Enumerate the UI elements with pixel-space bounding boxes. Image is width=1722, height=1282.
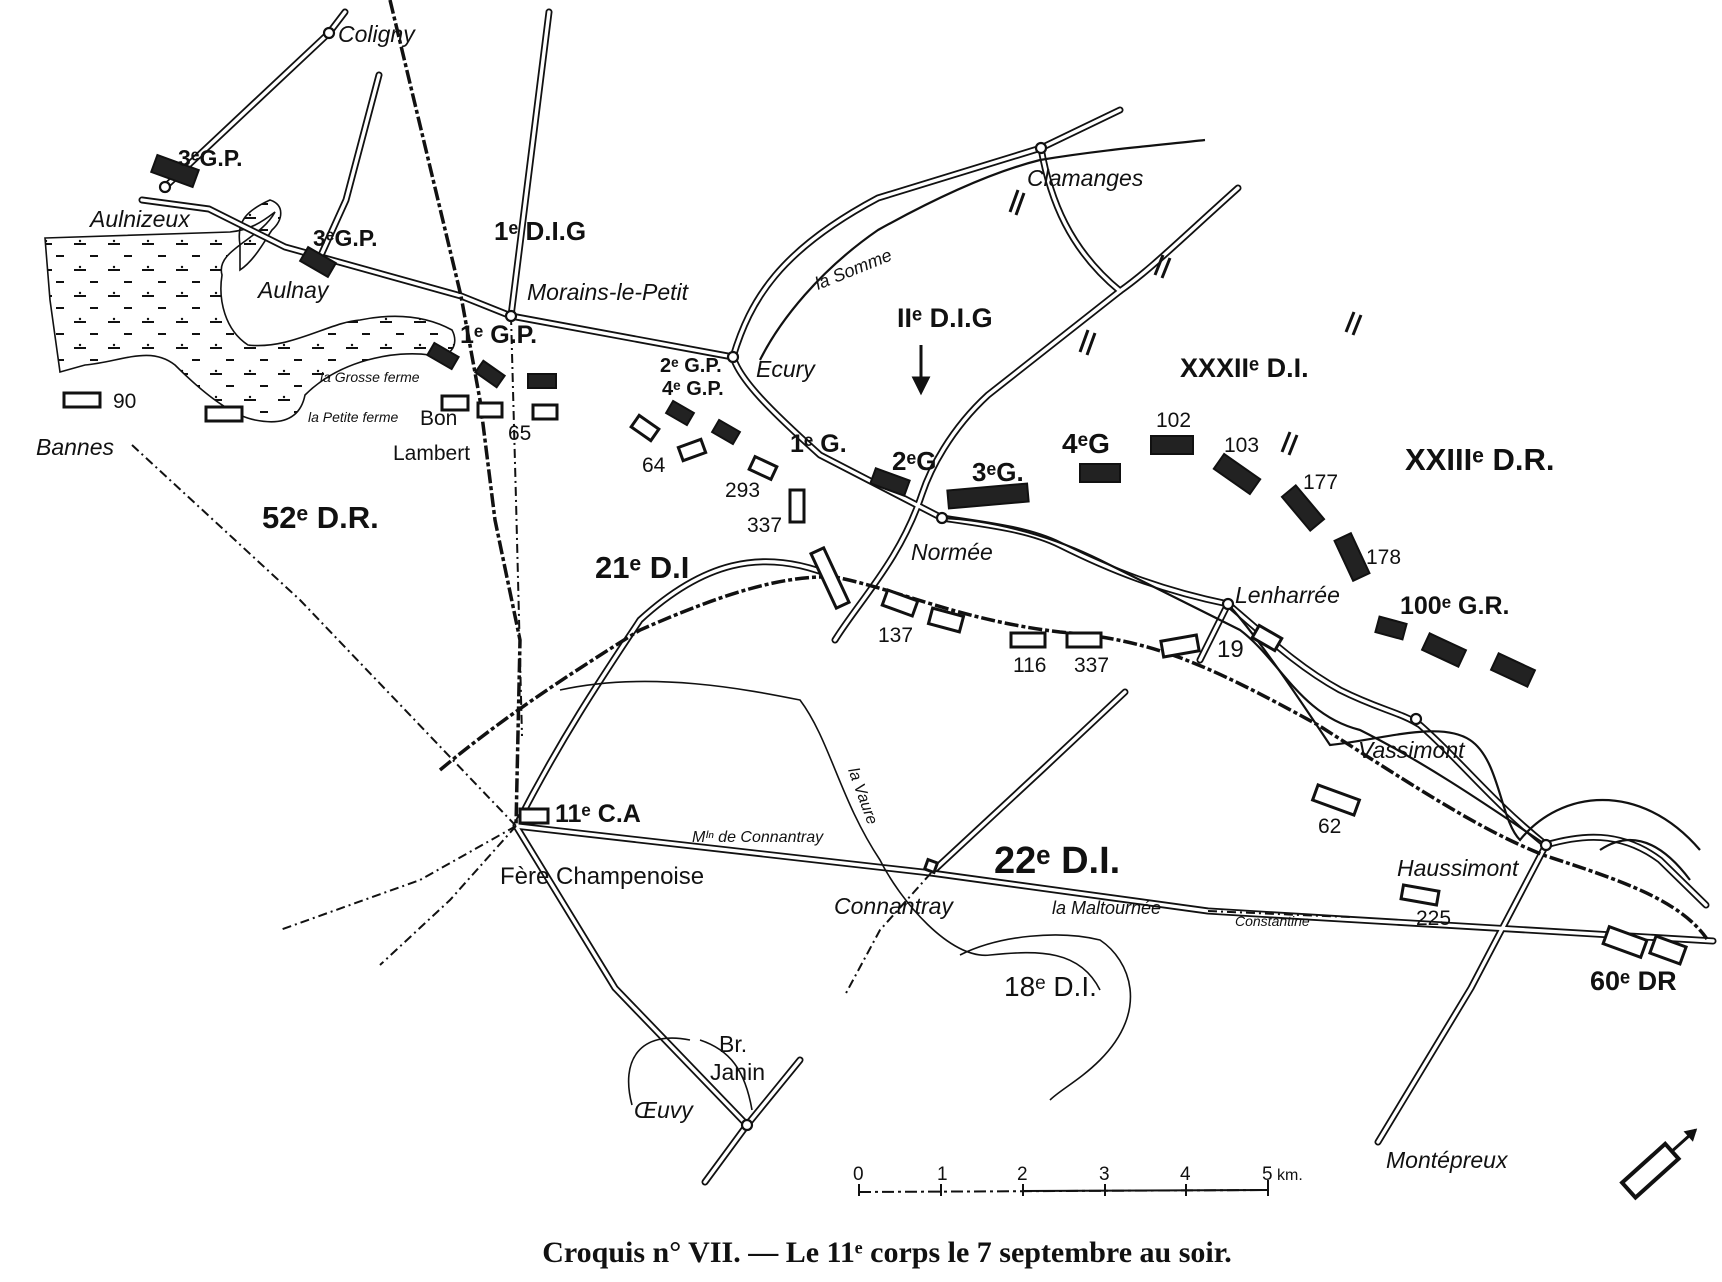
regiment-103: 103 (1224, 434, 1259, 457)
road-inner (509, 10, 551, 318)
label-constantine: Constantine (1235, 913, 1310, 929)
label-petite-ferme: la Petite ferme (308, 409, 398, 425)
label-la-somme: la Somme (812, 245, 895, 294)
label-3e-g: 3ᵉG. (972, 457, 1024, 487)
unit-labels: 3ᵉG.P. 3ᵉG.P. 1ᵉ D.I.G 1ᵉ G.P. 52ᵉ D.R. … (178, 145, 1677, 1002)
label-aulnay: Aulnay (256, 277, 330, 303)
label-2e-gp: 2ᵉ G.P. (660, 355, 722, 377)
label-22e-di: 22ᵉ D.I. (994, 840, 1120, 882)
regiment-137: 137 (878, 624, 913, 647)
regiment-102: 102 (1156, 409, 1191, 432)
label-oeuvy: Œuvy (634, 1097, 694, 1123)
label-3e-gp-aulnay: 3ᵉG.P. (313, 225, 378, 251)
regiment-19: 19 (1217, 636, 1244, 663)
regiment-178: 178 (1366, 546, 1401, 569)
streams (559, 138, 1701, 1111)
label-23e-dr: XXIIIᵉ D.R. (1405, 442, 1554, 477)
scale-tick-5: 5 (1262, 1164, 1273, 1185)
label-fere-champenoise: Fère Champenoise (500, 863, 704, 890)
label-montepreux: Montépreux (1386, 1147, 1509, 1173)
railway (388, 0, 522, 827)
road-inner (745, 1058, 802, 1127)
label-ecury: Ecury (756, 356, 816, 382)
label-connantray: Connantray (834, 893, 954, 919)
label-bannes: Bannes (36, 434, 115, 460)
label-52e-dr: 52ᵉ D.R. (262, 500, 379, 535)
label-grosse-ferme: la Grosse ferme (320, 369, 420, 385)
label-moulin-connantray: Mᴵⁿ de Connantray (692, 829, 824, 846)
road-inner (1376, 843, 1548, 1144)
scale-tick-3: 3 (1099, 1164, 1110, 1185)
label-4e-g: 4ᵉG (1062, 428, 1110, 459)
scale-unit: km. (1277, 1167, 1303, 1184)
tracks (131, 315, 1351, 996)
label-32e-di: XXXIIᵉ D.I. (1180, 353, 1309, 383)
scale-tick-0: 0 (853, 1164, 864, 1185)
label-100e-gr: 100ᵉ G.R. (1400, 592, 1509, 620)
label-haussimont: Haussimont (1397, 855, 1520, 881)
regiment-64: 64 (642, 454, 666, 477)
label-lambert: Lambert (393, 442, 470, 465)
label-la-vaure: la Vaure (844, 766, 880, 827)
road (512, 558, 839, 830)
road-inner (731, 108, 1122, 359)
road-inner (514, 824, 749, 1184)
label-1e-dig: 1ᵉ D.I.G (494, 216, 586, 246)
road-inner (140, 198, 735, 359)
scale-tick-4: 4 (1180, 1164, 1191, 1185)
label-la-maltournee: la Maltournée (1052, 898, 1161, 918)
road-inner (1226, 602, 1708, 907)
label-11e-ca: 11ᵉ C.A (555, 800, 641, 828)
road-inner (514, 560, 837, 828)
scale-bar: 0 1 2 3 4 5 km. (853, 1164, 1303, 1196)
label-2e-g: 2ᵉG (892, 446, 936, 476)
north-arrow-icon (1619, 1128, 1698, 1201)
label-clamanges: Clamanges (1027, 165, 1144, 191)
label-vassimont: Vassimont (1358, 737, 1466, 763)
regiment-numbers: 90 65 64 293 337 102 103 177 178 137 116… (113, 390, 1451, 930)
label-11e-dig: IIᵉ D.I.G (897, 303, 993, 333)
label-1e-gp: 1ᵉ G.P. (460, 321, 537, 349)
label-lenharree: Lenharrée (1235, 582, 1340, 608)
scale-tick-2: 2 (1017, 1164, 1028, 1185)
road-inner (514, 824, 1715, 943)
label-1e-g: 1ᵉ G. (790, 430, 847, 458)
label-bon: Bon (420, 407, 457, 430)
label-normee: Normée (911, 539, 993, 565)
patrol-marks (911, 189, 1363, 456)
regiment-293: 293 (725, 479, 760, 502)
road-inner (1198, 602, 1230, 662)
label-4e-gp: 4ᵉ G.P. (662, 378, 724, 400)
label-60e-dr: 60ᵉ DR (1590, 966, 1677, 996)
label-aulnizeux: Aulnizeux (88, 206, 191, 232)
regiment-65: 65 (508, 422, 531, 445)
regiment-177: 177 (1303, 471, 1338, 494)
regiment-225: 225 (1416, 907, 1451, 930)
road-inner (320, 73, 381, 255)
regiment-116: 116 (1013, 654, 1046, 677)
label-21e-di: 21ᵉ D.I (595, 550, 689, 585)
map-caption: Croquis n° VII. — Le 11ᵉ corps le 7 sept… (542, 1236, 1232, 1269)
regiment-337b: 337 (1074, 654, 1109, 677)
label-coligny: Coligny (338, 21, 416, 47)
scale-tick-1: 1 (937, 1164, 948, 1185)
marsh-area (44, 211, 456, 423)
road-inner (929, 690, 1127, 875)
road-inner (833, 186, 1240, 642)
label-br: Br. (719, 1031, 747, 1057)
regiment-90: 90 (113, 390, 136, 413)
regiment-62: 62 (1318, 815, 1341, 838)
village-markers (158, 26, 1553, 1132)
regiment-337a: 337 (747, 514, 782, 537)
railway-east (438, 575, 1709, 940)
label-18e-di: 18ᵉ D.I. (1004, 971, 1097, 1002)
unit-symbols (62, 153, 1689, 966)
label-3e-gp-north: 3ᵉG.P. (178, 145, 243, 171)
label-janin: Janin (710, 1059, 765, 1085)
label-morains-le-petit: Morains-le-Petit (527, 279, 690, 305)
road-inner (1039, 146, 1122, 293)
place-labels: Coligny Aulnizeux Aulnay Morains-le-Peti… (36, 21, 1520, 1173)
